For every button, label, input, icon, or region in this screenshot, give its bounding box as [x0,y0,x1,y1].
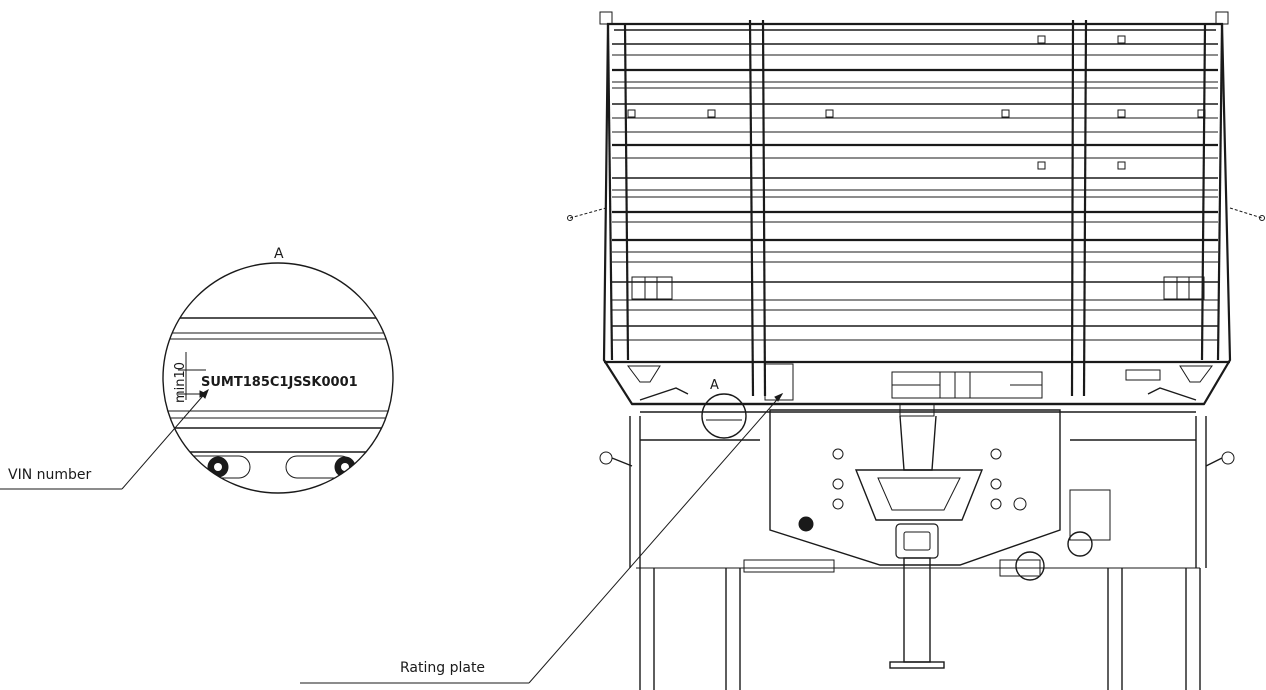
view-marker: A [710,378,719,393]
vin-leader [0,388,209,490]
trailer-rear-view: A [567,11,1265,690]
rivets [627,35,1206,170]
detail-view-letter: A [274,246,284,262]
rating-plate-leader [300,392,784,684]
plate-holes [798,448,1027,532]
rating-plate-label: Rating plate [400,660,485,676]
rear-panel [627,363,1213,401]
side-latches [631,276,1205,300]
vin-number-label: VIN number [8,467,92,483]
dimension-label: min10 [173,362,188,403]
side-chains [567,207,1265,221]
view-marker-circle [701,393,747,439]
vin-code-text: SUMT185C1JSSK0001 [201,375,358,390]
side-boards [604,43,1230,364]
detail-circle-contents [163,317,393,479]
detail-circle-outline [162,262,394,494]
support-leg [903,557,931,663]
rating-plate-box [764,363,794,401]
detail-view-a: A min1 [162,246,394,494]
